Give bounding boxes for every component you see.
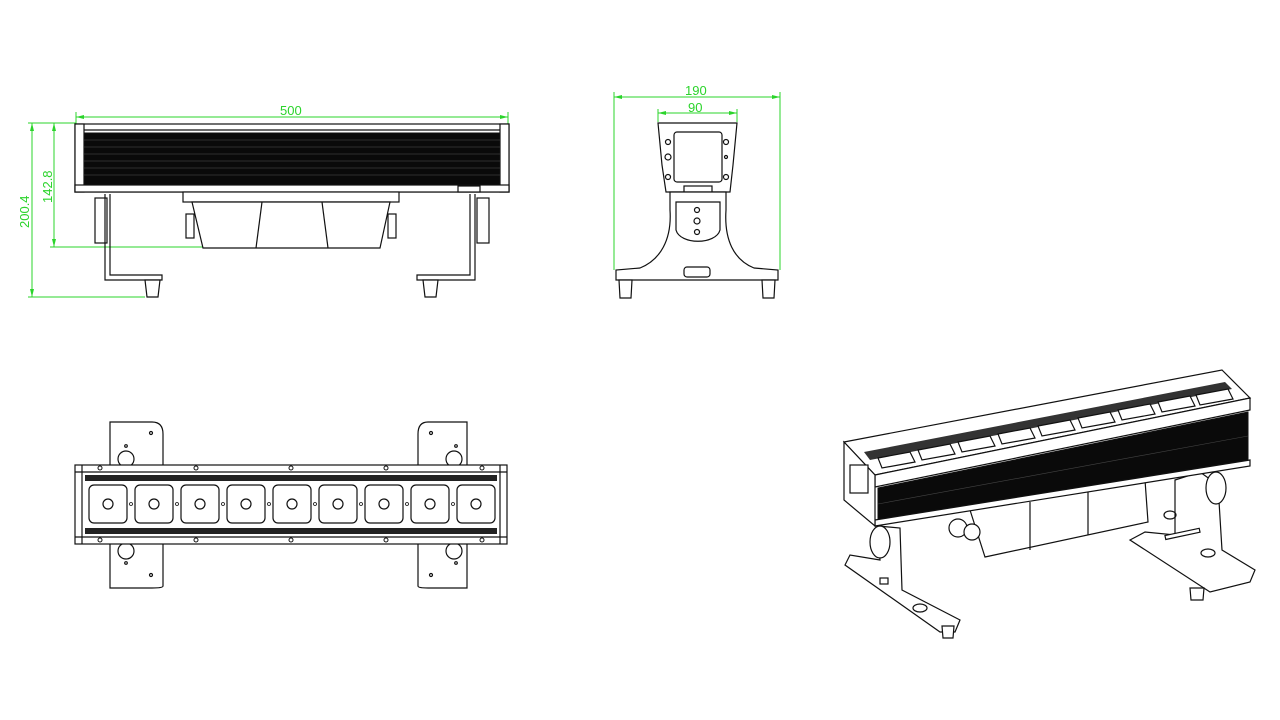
led-module [180,484,220,524]
top-plan-drawing [74,421,508,589]
dimension-base-width: 190 [613,83,781,270]
top-plan-view [60,410,520,600]
isometric-drawing [842,369,1256,639]
isometric-view [830,360,1270,640]
led-module [134,484,174,524]
led-module [226,484,266,524]
led-module [410,484,450,524]
dimension-total-height: 200.4 [17,122,145,298]
dim-total-height-label: 200.4 [17,195,32,228]
dim-head-width-label: 90 [688,100,702,115]
front-elevation-drawing: 500 200.4 142.8 [17,103,510,298]
side-elevation-drawing: 190 90 [613,83,781,299]
led-module-row [88,484,496,524]
led-module [88,484,128,524]
led-module [272,484,312,524]
led-module [318,484,358,524]
dimension-head-width: 90 [657,100,738,122]
front-elevation-view: 500 200.4 142.8 [0,0,540,320]
led-module [364,484,404,524]
dim-body-height-label: 142.8 [40,170,55,203]
dimension-length: 500 [75,103,509,126]
iso-led-module-row [877,388,1234,469]
dim-base-width-label: 190 [685,83,707,98]
led-module [456,484,496,524]
side-elevation-view: 190 90 [600,80,800,310]
dimension-body-height: 142.8 [40,123,205,248]
dim-length-label: 500 [280,103,302,118]
